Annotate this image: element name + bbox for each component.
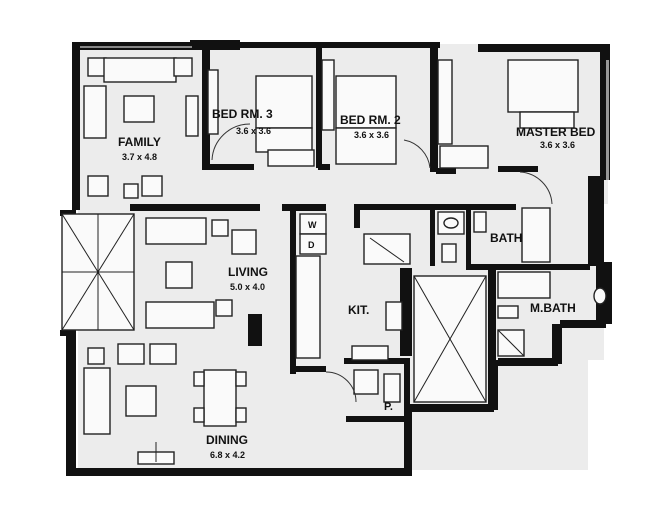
bed3-furniture	[207, 69, 315, 167]
bath-label: BATH	[490, 231, 522, 245]
bath-fixtures	[437, 207, 607, 357]
living-size: 5.0 x 4.0	[230, 282, 265, 292]
interior-walls	[130, 48, 590, 422]
dining-label: DINING	[206, 433, 248, 447]
bed2-label: BED RM. 2	[340, 113, 401, 127]
light-well	[413, 275, 487, 403]
washer-mark: W	[308, 220, 317, 230]
kitchen-label: KIT.	[348, 303, 369, 317]
kitchen-fixtures	[295, 213, 411, 403]
bed2-furniture	[321, 59, 431, 169]
windows	[61, 46, 609, 331]
master-size: 3.6 x 3.6	[540, 140, 575, 150]
master-furniture	[437, 59, 579, 205]
bed3-size: 3.6 x 3.6	[236, 126, 271, 136]
mbath-label: M.BATH	[530, 301, 576, 315]
dining-furniture	[83, 343, 247, 465]
family-label: FAMILY	[118, 135, 161, 149]
pantry-label: P.	[384, 401, 393, 413]
master-label: MASTER BED	[516, 125, 596, 139]
family-furniture	[83, 57, 199, 199]
bed2-size: 3.6 x 3.6	[354, 130, 389, 140]
bed3-label: BED RM. 3	[212, 107, 273, 121]
living-label: LIVING	[228, 265, 268, 279]
living-furniture	[145, 217, 262, 346]
dryer-mark: D	[308, 240, 315, 250]
dining-size: 6.8 x 4.2	[210, 450, 245, 460]
room-labels: FAMILY 3.7 x 4.8 BED RM. 3 3.6 x 3.6 BED…	[118, 107, 596, 460]
family-size: 3.7 x 4.8	[122, 152, 157, 162]
